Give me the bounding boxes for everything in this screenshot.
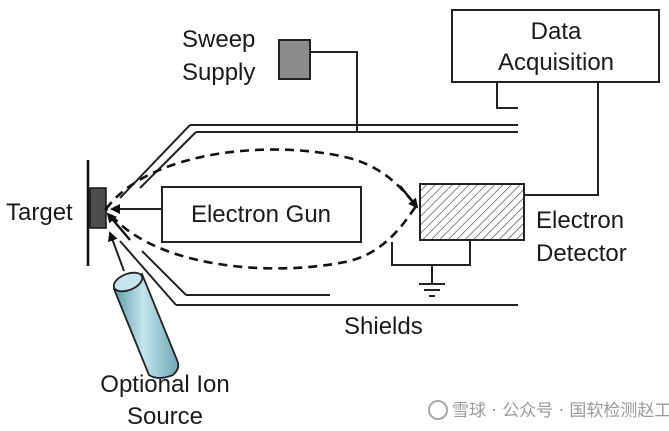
data-acquisition-wire-left (496, 82, 518, 109)
watermark: 雪球 · 公众号 · 国软检测赵工总 (428, 400, 669, 421)
data-acquisition-wire-right (524, 82, 599, 196)
shields-label: Shields (344, 313, 423, 340)
watermark-text: 雪球 · 公众号 · 国软检测赵工总 (452, 401, 669, 421)
data-acquisition-label-line1: Data (531, 18, 582, 45)
electron-detector-box (419, 183, 525, 241)
ion-source-label-line1: Optional Ion (100, 371, 229, 398)
electron-trajectory (104, 148, 418, 270)
sweep-supply-wire (310, 51, 358, 132)
trajectory-arrow-into-detector (399, 185, 419, 209)
sweep-supply-label-line2: Supply (182, 59, 255, 86)
watermark-logo-icon (428, 400, 448, 420)
sweep-supply-box (278, 39, 311, 80)
data-acquisition-box: Data Acquisition (451, 9, 660, 83)
ion-beam-arrow (108, 231, 125, 272)
data-acquisition-label-line2: Acquisition (498, 49, 614, 76)
electron-detector-label-line1: Electron (536, 207, 624, 234)
ion-source-label-line2: Source (127, 403, 203, 430)
electron-gun-box (161, 186, 362, 243)
trajectory-arrow-into-target (106, 212, 131, 241)
electron-gun-label: Electron Gun (191, 201, 331, 228)
ground-symbol (391, 240, 471, 297)
ion-source-cylinder (112, 271, 180, 379)
target-block (89, 187, 107, 229)
target-label: Target (6, 199, 73, 226)
sweep-supply-label-line1: Sweep (182, 26, 255, 53)
electron-detector-label-line2: Detector (536, 240, 627, 267)
